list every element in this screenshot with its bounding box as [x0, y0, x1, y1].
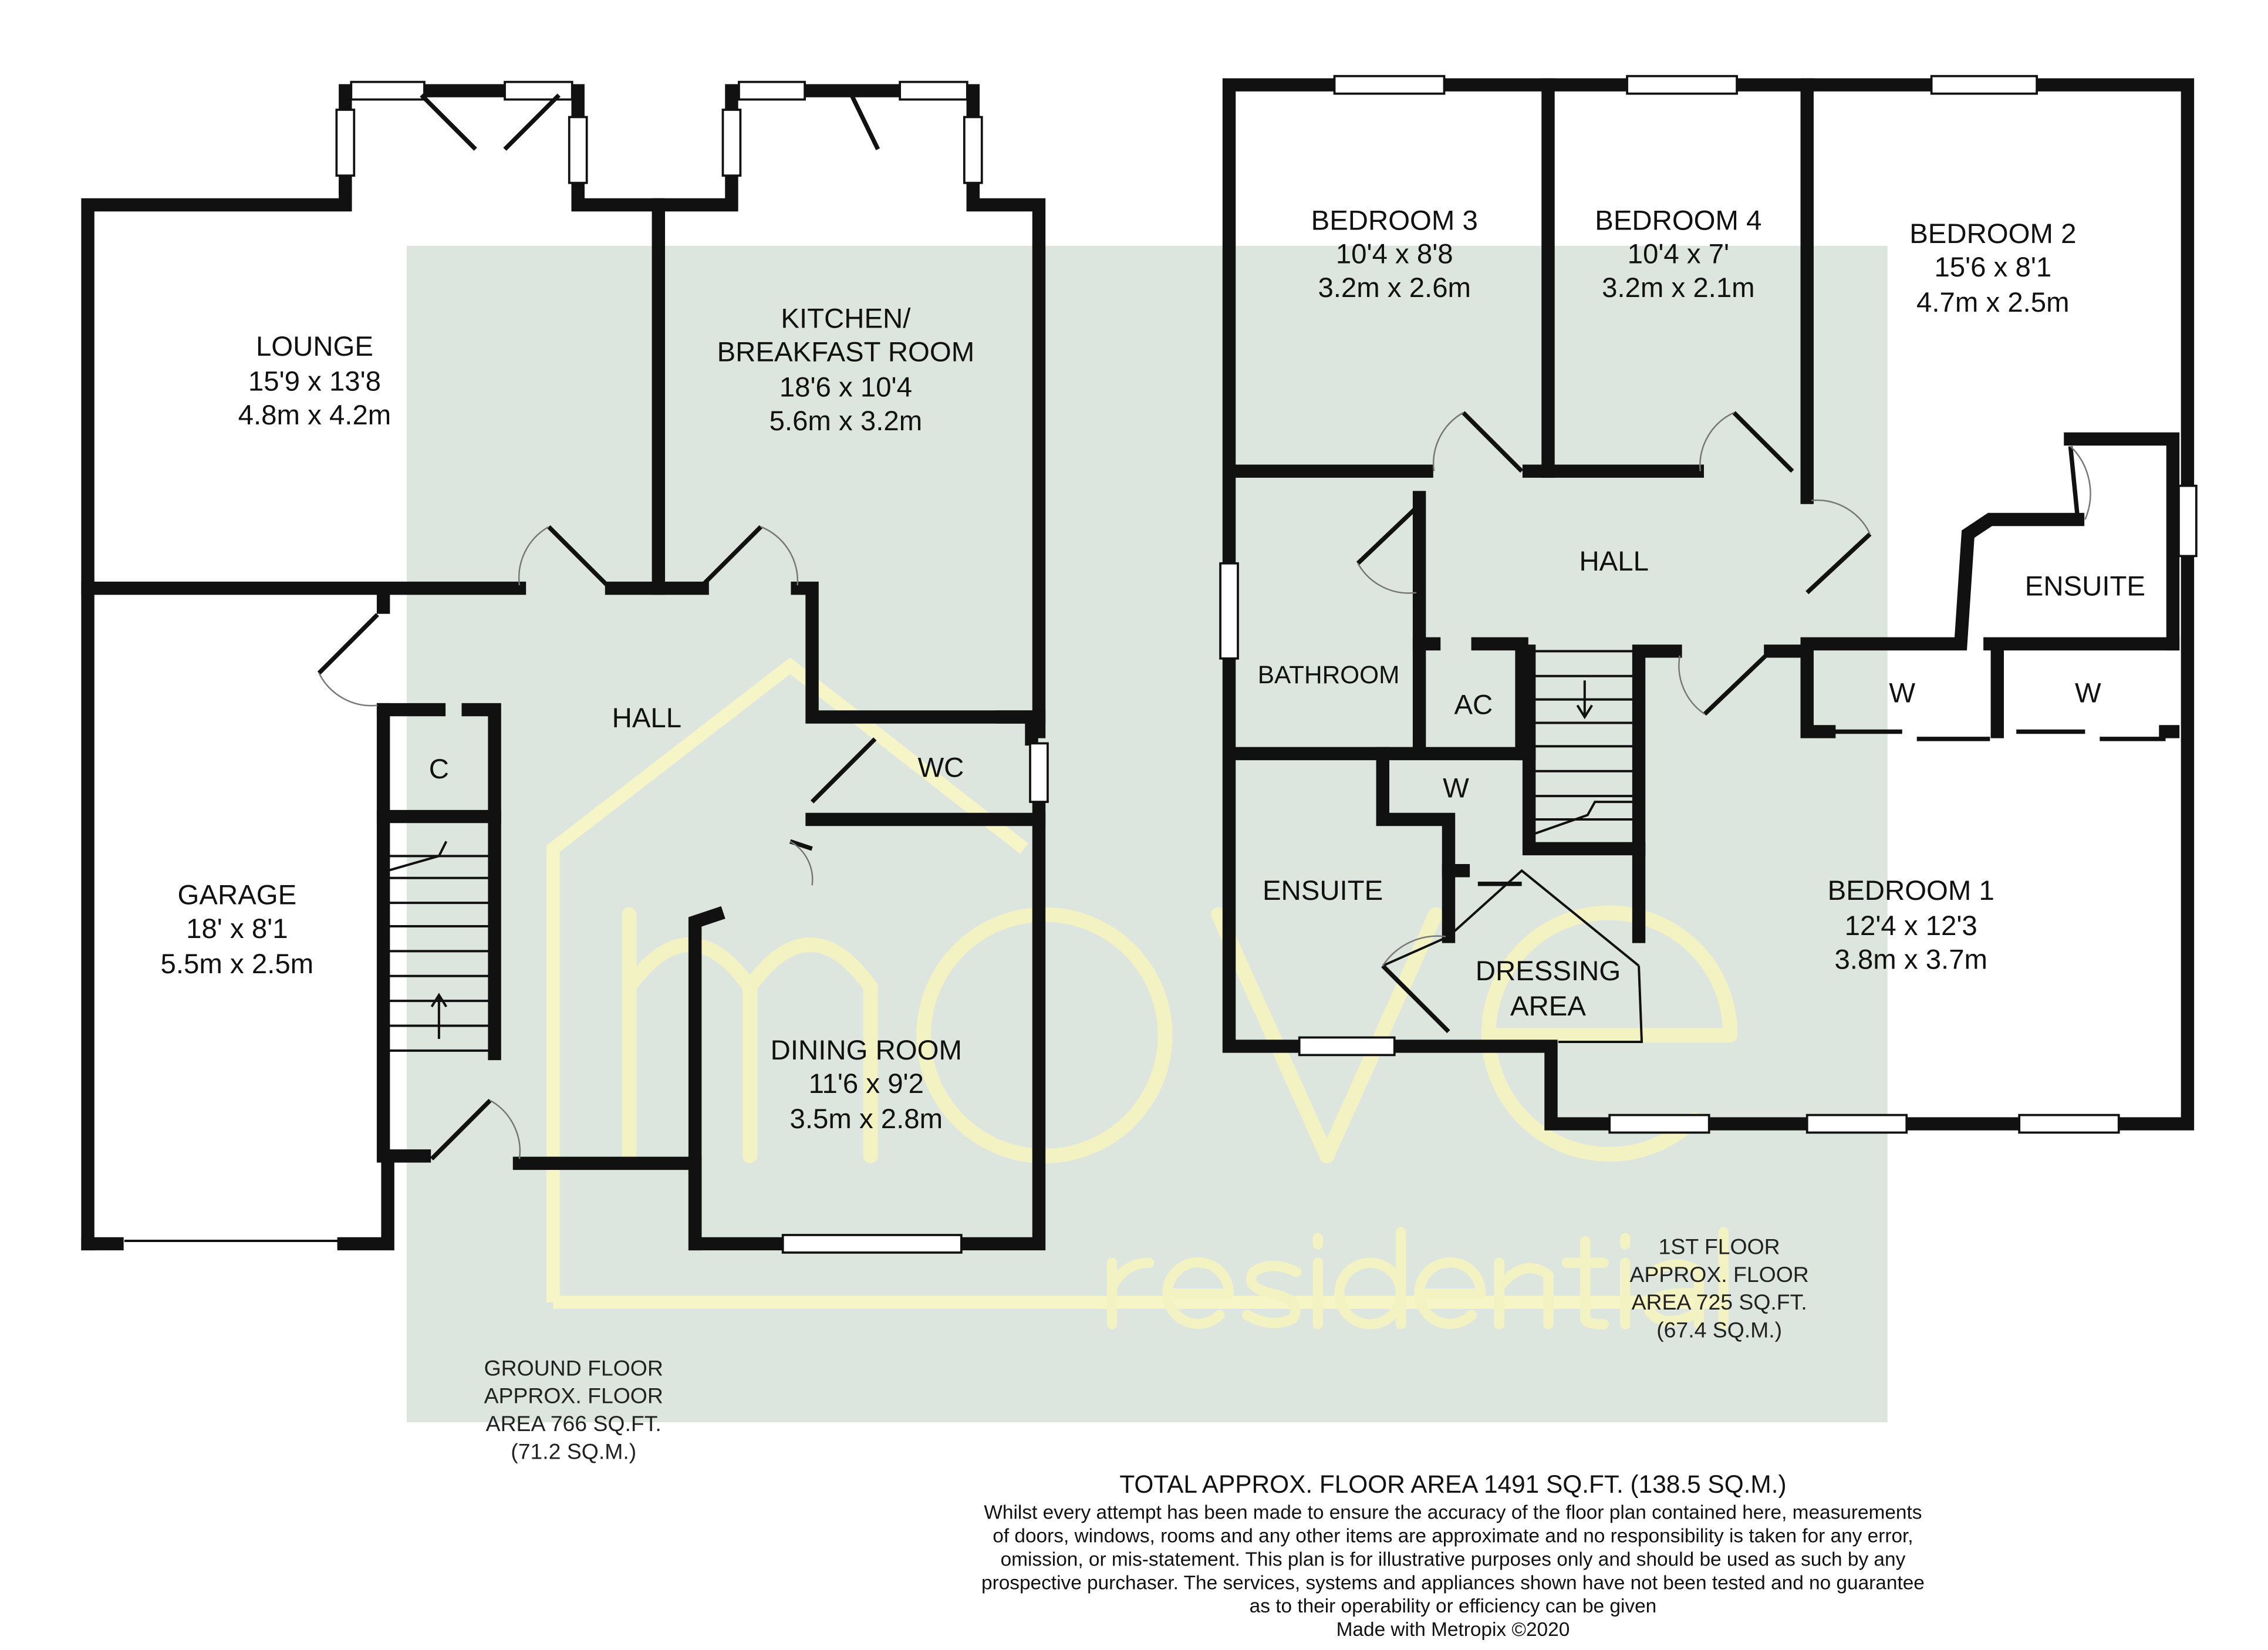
watermark-glyph	[1644, 1259, 1705, 1330]
room-bedroom-4: BEDROOM 4 10'4 x 7' 3.2m x 2.1m	[1595, 205, 1761, 303]
room-metric: 4.7m x 2.5m	[1916, 287, 2070, 318]
room-imperial: 18' x 8'1	[186, 913, 288, 944]
room-imperial: 12'4 x 12'3	[1845, 910, 1977, 942]
room-imperial: 15'9 x 13'8	[248, 366, 381, 397]
label-dressing: DRESSING	[1476, 956, 1621, 987]
disclaimer-line: of doors, windows, rooms and any other i…	[993, 1526, 1913, 1547]
room-name: BEDROOM 1	[1828, 875, 1994, 906]
label-cupboard: C	[429, 754, 449, 785]
room-name: BEDROOM 3	[1311, 205, 1478, 236]
room-metric: 3.8m x 3.7m	[1834, 944, 1987, 975]
watermark-glyph	[1106, 1257, 1155, 1330]
watermark-sub-glyphs	[1106, 1227, 1729, 1330]
label-wc: WC	[917, 753, 964, 784]
footer: TOTAL APPROX. FLOOR AREA 1491 SQ.FT. (13…	[981, 1470, 1925, 1641]
room-metric: 5.6m x 3.2m	[770, 406, 923, 437]
room-metric: 3.5m x 2.8m	[790, 1104, 943, 1135]
disclaimer-line: as to their operability or efficiency ca…	[1250, 1595, 1657, 1617]
room-name-line2: BREAKFAST ROOM	[717, 337, 975, 368]
label-wardrobe: W	[2075, 678, 2101, 709]
watermark-glyph	[1211, 907, 1443, 1163]
room-metric: 3.2m x 2.6m	[1318, 272, 1471, 303]
area-line: (71.2 SQ.M.)	[511, 1439, 636, 1463]
room-kitchen: KITCHEN/ BREAKFAST ROOM 18'6 x 10'4 5.6m…	[717, 303, 975, 437]
label-wardrobe: W	[1889, 678, 1915, 709]
room-name: DINING ROOM	[771, 1035, 962, 1066]
label-hall-first: HALL	[1579, 546, 1648, 577]
total-floor-area: TOTAL APPROX. FLOOR AREA 1491 SQ.FT. (13…	[1119, 1470, 1786, 1498]
disclaimer-line: prospective purchaser. The services, sys…	[981, 1572, 1925, 1594]
first-floor-area: 1ST FLOOR APPROX. FLOOR AREA 725 SQ.FT. …	[1630, 1234, 1809, 1342]
room-bedroom-1: BEDROOM 1 12'4 x 12'3 3.8m x 3.7m	[1828, 875, 1994, 975]
area-line: APPROX. FLOOR	[484, 1384, 663, 1408]
room-bedroom-2: BEDROOM 2 15'6 x 8'1 4.7m x 2.5m	[1909, 218, 2076, 318]
watermark-glyph	[1414, 1257, 1486, 1330]
room-metric: 3.2m x 2.1m	[1602, 272, 1755, 303]
disclaimer-line: omission, or mis-statement. This plan is…	[1001, 1548, 1906, 1570]
label-ensuite-1: ENSUITE	[1263, 875, 1383, 906]
area-line: APPROX. FLOOR	[1630, 1262, 1809, 1287]
room-dining: DINING ROOM 11'6 x 9'2 3.5m x 2.8m	[771, 1035, 962, 1135]
stairs-ground	[387, 841, 491, 1052]
room-name: BEDROOM 2	[1909, 218, 2076, 249]
room-name: KITCHEN/	[781, 303, 911, 334]
credit: Made with Metropix ©2020	[1337, 1619, 1570, 1641]
area-line: (67.4 SQ.M.)	[1656, 1318, 1782, 1342]
ground-floor-walls	[81, 80, 1049, 1254]
room-name: BEDROOM 4	[1595, 205, 1761, 236]
room-name: GARAGE	[178, 880, 297, 911]
label-hall-ground: HALL	[612, 703, 681, 734]
area-line: GROUND FLOOR	[484, 1355, 663, 1380]
room-garage: GARAGE 18' x 8'1 5.5m x 2.5m	[161, 880, 314, 980]
area-line: AREA 725 SQ.FT.	[1632, 1290, 1807, 1314]
area-line: AREA 766 SQ.FT.	[486, 1411, 662, 1436]
watermark-glyph	[1162, 1257, 1234, 1330]
watermark-glyph	[916, 907, 1173, 1163]
label-dressing-area: AREA	[1510, 991, 1586, 1022]
watermark-glyph	[1334, 1227, 1406, 1330]
label-ensuite-2: ENSUITE	[2025, 571, 2145, 602]
room-imperial: 15'6 x 8'1	[1934, 252, 2051, 283]
watermark-logo	[546, 657, 1738, 1330]
watermark-glyph	[1481, 905, 1738, 1162]
room-imperial: 11'6 x 9'2	[809, 1068, 924, 1099]
room-imperial: 10'4 x 8'8	[1336, 239, 1453, 270]
watermark-glyph	[1494, 1257, 1554, 1330]
label-bathroom: BATHROOM	[1258, 661, 1400, 689]
room-lounge: LOUNGE 15'9 x 13'8 4.8m x 4.2m	[238, 331, 392, 431]
first-floor-walls	[1219, 75, 2198, 1134]
room-metric: 4.8m x 4.2m	[238, 400, 392, 431]
area-line: 1ST FLOOR	[1659, 1234, 1780, 1258]
room-metric: 5.5m x 2.5m	[161, 949, 314, 980]
watermark-house-outline	[546, 657, 1727, 1309]
ground-floor-area: GROUND FLOOR APPROX. FLOOR AREA 766 SQ.F…	[484, 1355, 663, 1463]
room-imperial: 10'4 x 7'	[1628, 239, 1729, 270]
disclaimer-line: Whilst every attempt has been made to en…	[984, 1502, 1922, 1524]
room-name: LOUNGE	[256, 331, 373, 362]
stairs-first	[1533, 674, 1636, 835]
watermark-glyph	[1242, 1261, 1302, 1328]
watermark-brand-glyphs	[622, 905, 1738, 1163]
room-imperial: 18'6 x 10'4	[779, 372, 912, 403]
label-ac: AC	[1454, 690, 1493, 721]
watermark-glyph	[1561, 1236, 1609, 1330]
room-bedroom-3: BEDROOM 3 10'4 x 8'8 3.2m x 2.6m	[1311, 205, 1478, 303]
label-wardrobe: W	[1443, 773, 1469, 804]
